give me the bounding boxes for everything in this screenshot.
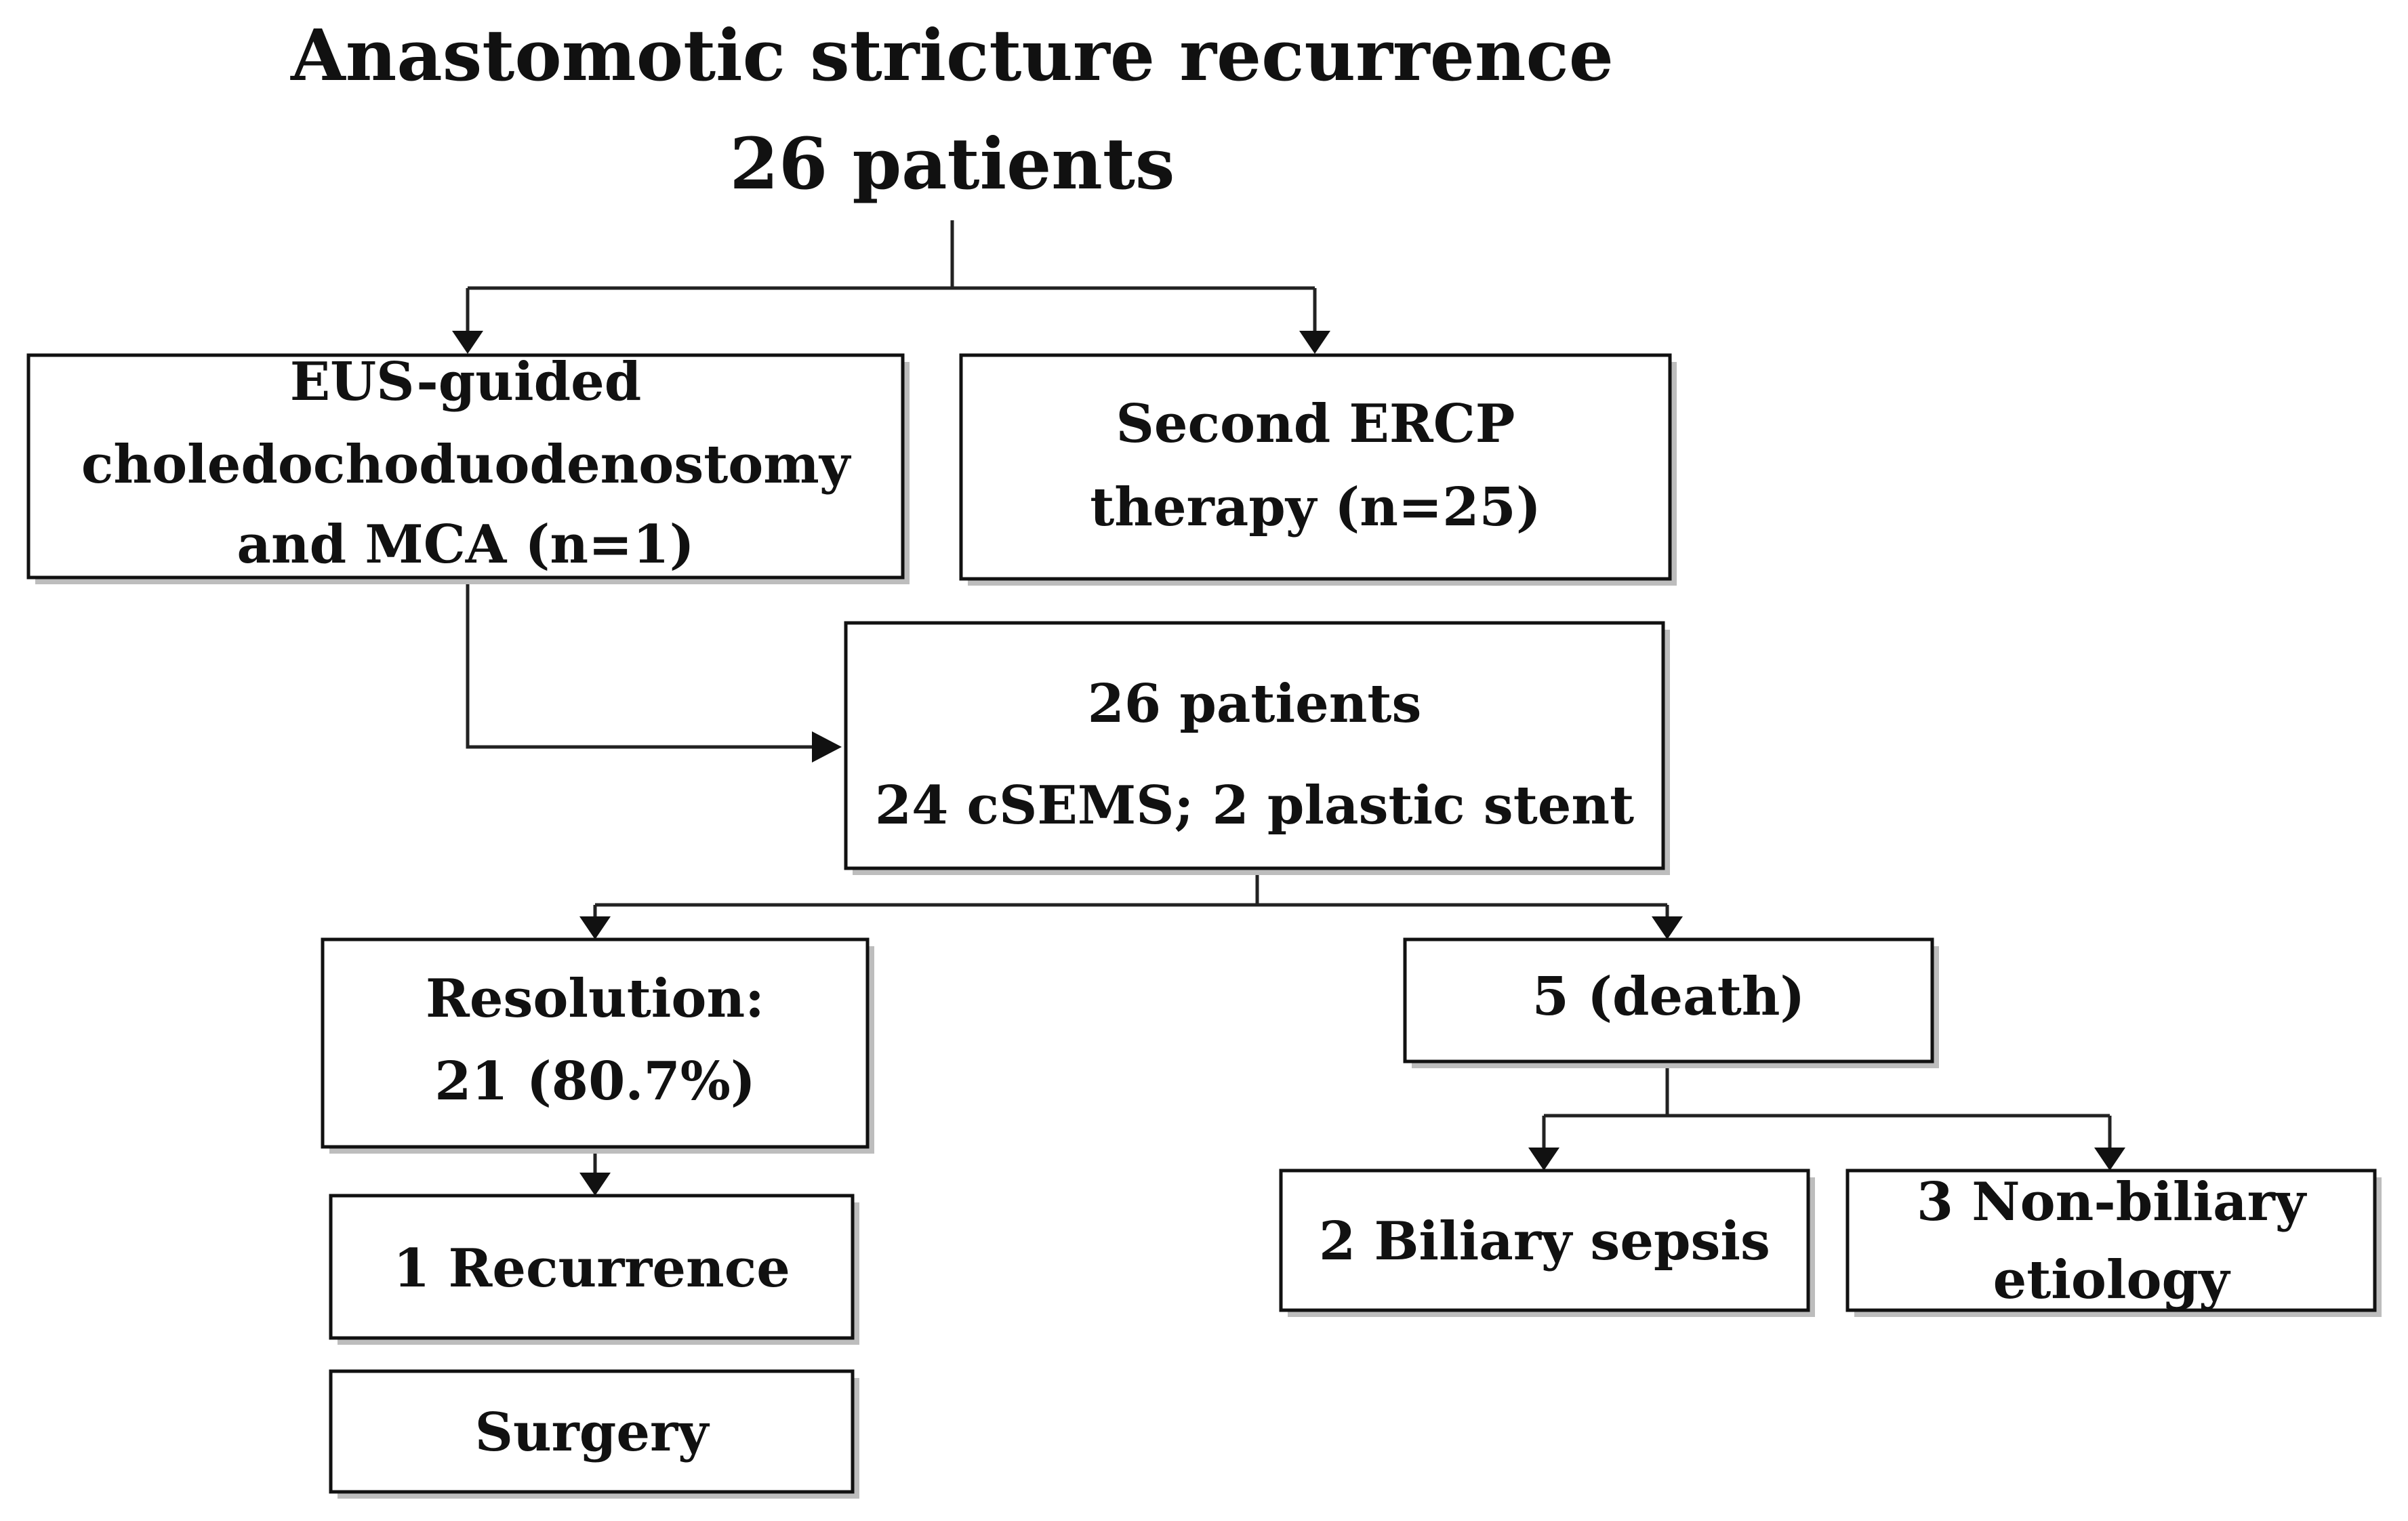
arrowhead-to-ercp xyxy=(1299,331,1330,354)
arrowhead-to-biliary-sepsis xyxy=(1528,1148,1559,1171)
arrowhead-to-non-biliary xyxy=(2094,1148,2125,1171)
node-second-ercp: Second ERCP therapy (n=25) xyxy=(959,353,1677,586)
connector-eus-to-combined xyxy=(466,576,820,749)
node-combined-line-2: 24 cSEMS; 2 plastic stent xyxy=(875,775,1634,836)
arrowhead-to-recurrence xyxy=(579,1173,611,1196)
node-eus-guided: EUS-guided choledochoduodenostomy and MC… xyxy=(26,351,910,584)
title-line-1: Anastomotic stricture recurrence xyxy=(290,14,1614,97)
node-resolution: Resolution: 21 (80.7%) xyxy=(321,937,874,1154)
node-resolution-line-2: 21 (80.7%) xyxy=(434,1051,756,1112)
node-non-biliary: 3 Non-biliary etiology xyxy=(1845,1169,2382,1317)
node-biliary-sepsis: 2 Biliary sepsis xyxy=(1279,1169,1815,1317)
node-combined-patients: 26 patients 24 cSEMS; 2 plastic stent xyxy=(844,621,1670,875)
node-eus-line-1: EUS-guided xyxy=(290,351,642,413)
node-combined-line-1: 26 patients xyxy=(1088,673,1422,735)
node-non-biliary-line-2: etiology xyxy=(1993,1249,2232,1311)
node-recurrence-line-1: 1 Recurrence xyxy=(393,1238,790,1299)
connector-title-split xyxy=(466,220,1317,336)
connector-combined-split xyxy=(593,871,1669,927)
node-recurrence: 1 Recurrence xyxy=(329,1194,859,1345)
node-ercp-line-2: therapy (n=25) xyxy=(1090,476,1540,538)
arrowhead-to-death xyxy=(1652,916,1683,939)
node-death: 5 (death) xyxy=(1403,937,1939,1068)
node-non-biliary-line-1: 3 Non-biliary xyxy=(1917,1171,2308,1233)
node-surgery: Surgery xyxy=(329,1369,859,1499)
arrowhead-to-resolution xyxy=(579,916,611,939)
connectors xyxy=(452,220,2125,1196)
node-ercp-line-1: Second ERCP xyxy=(1116,393,1515,455)
node-surgery-line-1: Surgery xyxy=(475,1402,710,1463)
arrowhead-to-combined xyxy=(812,731,842,763)
connector-death-split xyxy=(1542,1061,2112,1152)
node-eus-line-3: and MCA (n=1) xyxy=(237,514,694,575)
arrowhead-to-eus xyxy=(452,331,483,354)
title-line-2: 26 patients xyxy=(730,122,1175,205)
node-resolution-line-1: Resolution: xyxy=(426,968,764,1030)
node-death-line-1: 5 (death) xyxy=(1532,966,1805,1028)
node-biliary-sepsis-line-1: 2 Biliary sepsis xyxy=(1319,1211,1770,1272)
node-eus-line-2: choledochoduodenostomy xyxy=(81,434,852,495)
